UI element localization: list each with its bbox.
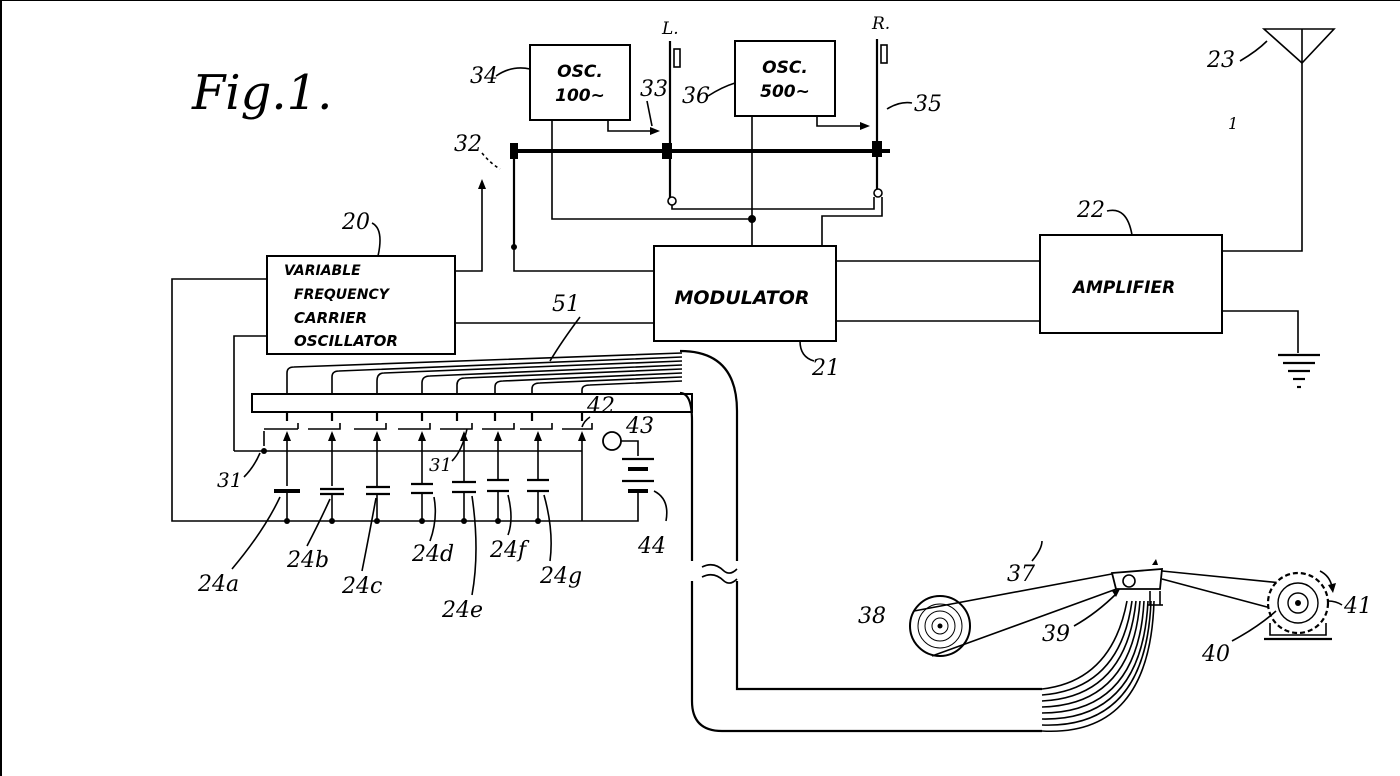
leader-24c [362, 498, 376, 571]
leader-31-left [244, 453, 260, 477]
ref-24g: 24g [539, 564, 582, 589]
ref-44: 44 [637, 534, 666, 559]
osc-100-output-wire [608, 120, 657, 131]
leader-42 [582, 417, 590, 427]
ref-24e: 24e [441, 598, 483, 623]
brush-wires [1042, 601, 1154, 731]
carrier-label-line3: CARRIER [294, 309, 367, 327]
osc-100-arrow [650, 127, 660, 135]
ref-24a: 24a [197, 572, 239, 597]
key-to-modulator-wire [514, 247, 654, 271]
ref-24f: 24f [489, 538, 530, 563]
ref-36: 36 [682, 84, 710, 109]
oscillator-500-box [735, 41, 835, 116]
ref-40: 40 [1201, 642, 1230, 667]
key-right-return-wire [822, 197, 882, 246]
ref-21: 21 [811, 356, 840, 381]
leader-24d [430, 497, 435, 541]
junction-dot [748, 215, 756, 223]
ref-35: 35 [914, 92, 942, 117]
leader-39 [1074, 593, 1117, 626]
leader-32 [482, 153, 500, 169]
keying-bar [510, 141, 890, 250]
ref-38: 38 [858, 604, 886, 629]
ref-34: 34 [470, 64, 498, 89]
ref-31-right: 31 [429, 455, 452, 476]
battery [622, 459, 654, 506]
ref-24c: 24c [341, 574, 382, 599]
leader-23 [1240, 41, 1267, 61]
ref-24b: 24b [286, 548, 329, 573]
key-lever-right [874, 39, 887, 197]
leader-36 [708, 83, 735, 96]
ref-24d: 24d [411, 542, 454, 567]
carrier-to-switch-wire [234, 336, 267, 431]
leader-35 [887, 103, 912, 109]
ref-20: 20 [341, 210, 370, 235]
relay-bus-bar [252, 394, 692, 412]
carrier-label-line2: FREQUENCY [294, 287, 391, 303]
control-cable-bundle [287, 353, 682, 394]
oscillator-100-box [530, 45, 630, 120]
leader-24a [232, 497, 280, 569]
capacitor-bank [234, 431, 586, 524]
stray-mark: 1 [1228, 114, 1238, 133]
key-lever-left [668, 41, 680, 205]
leader-24b [307, 499, 330, 546]
carrier-key-arrow [478, 179, 486, 189]
leader-24g [544, 495, 551, 561]
figure-title: Fig.1. [191, 65, 332, 121]
key-label-left: L. [661, 19, 679, 39]
leader-41 [1328, 601, 1342, 605]
leader-37 [1032, 541, 1042, 561]
osc-100-common-wire [552, 120, 752, 219]
leader-24e [472, 496, 476, 595]
ref-32: 32 [454, 132, 482, 157]
tape-reel-supply [910, 596, 970, 656]
carrier-label-line4: OSCILLATOR [294, 332, 398, 350]
osc-100-label-line1: OSC. [557, 62, 603, 82]
leader-44 [654, 491, 667, 521]
leader-20 [372, 223, 380, 256]
modulator-label: MODULATOR [675, 287, 810, 309]
ref-37: 37 [1007, 562, 1035, 587]
ref-31-left: 31 [217, 468, 242, 492]
ref-41: 41 [1343, 594, 1372, 619]
ground-symbol [1222, 311, 1320, 387]
osc-500-label-line2: 500~ [760, 82, 810, 102]
key-label-right: R. [871, 14, 890, 34]
carrier-to-key-wire [455, 183, 482, 271]
ref-22: 22 [1076, 198, 1105, 223]
ref-33: 33 [640, 77, 668, 102]
ref-51: 51 [552, 292, 580, 317]
antenna [1222, 29, 1334, 251]
ref-39: 39 [1042, 622, 1070, 647]
brush-head [1112, 559, 1163, 605]
key-contact-wire [672, 197, 874, 209]
motor [1264, 571, 1336, 639]
amplifier-label: AMPLIFIER [1071, 278, 1175, 298]
leader-24f [508, 495, 511, 535]
ref-43: 43 [625, 414, 654, 439]
osc-500-output-wire [817, 116, 867, 126]
osc-100-label-line2: 100~ [555, 86, 605, 106]
leader-22 [1107, 210, 1132, 235]
osc-500-arrow [860, 122, 870, 130]
leader-34 [496, 68, 530, 76]
osc-500-label-line1: OSC. [762, 58, 808, 78]
relay-stems [287, 412, 582, 421]
ref-23: 23 [1206, 48, 1235, 73]
carrier-label-line1: VARIABLE [284, 263, 361, 279]
leader-33 [647, 101, 652, 126]
cable-conduit [680, 351, 1042, 731]
ref-42: 42 [586, 394, 615, 419]
